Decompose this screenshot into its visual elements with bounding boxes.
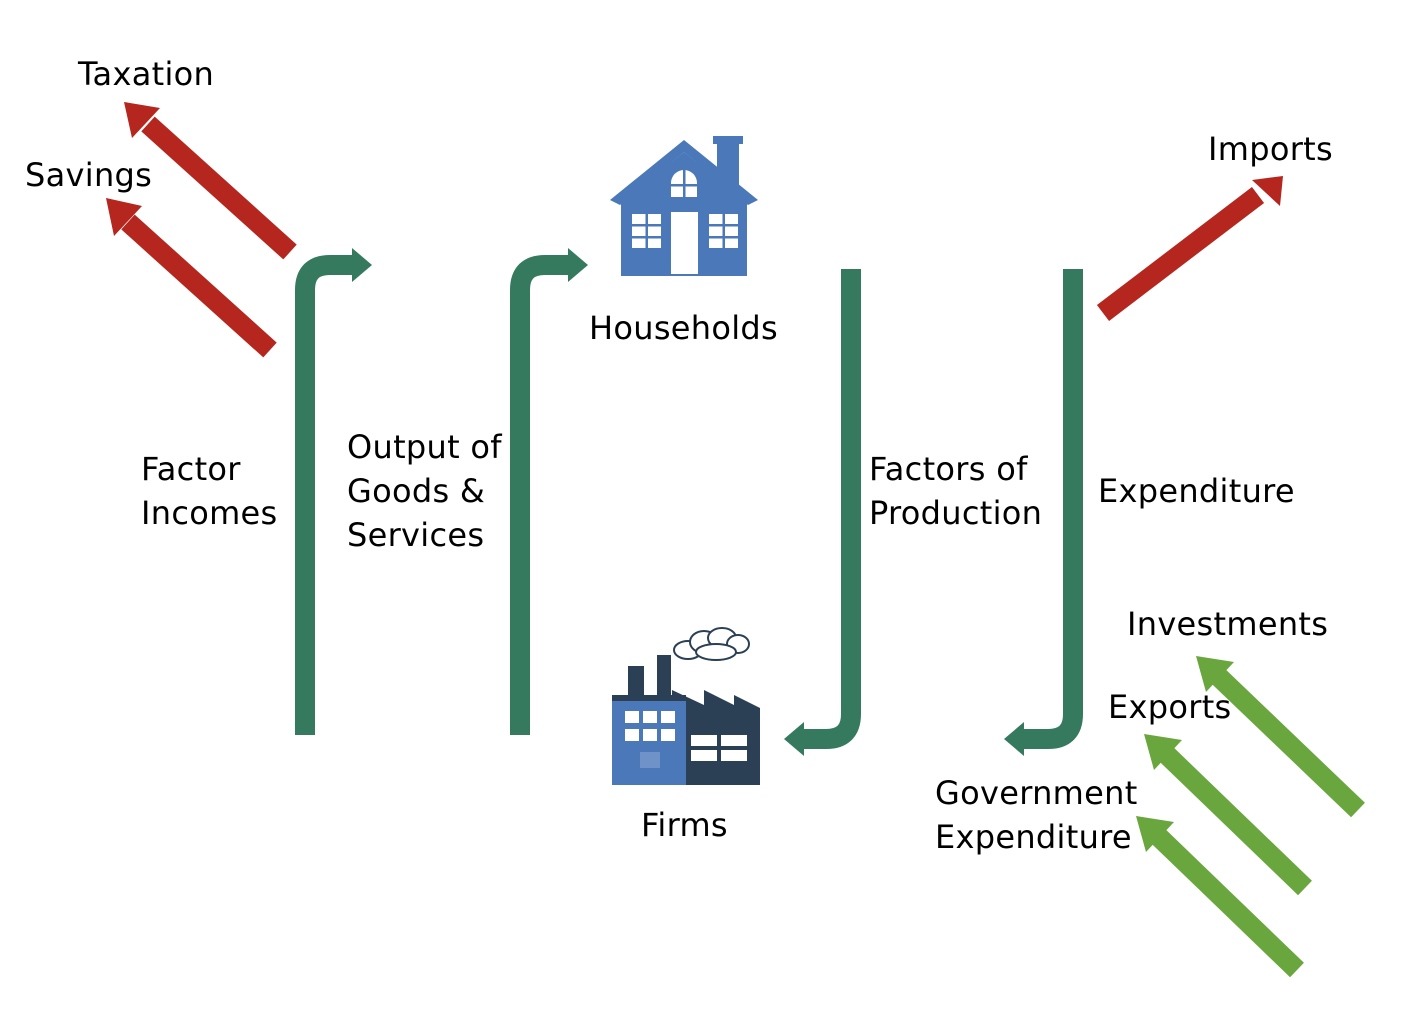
output-line-1: Output of	[347, 428, 502, 466]
savings-leakage-arrow	[106, 198, 277, 358]
government-expenditure-line-2: Expenditure	[935, 818, 1132, 856]
government-expenditure-line-1: Government	[935, 774, 1138, 812]
output-line-3: Services	[347, 516, 485, 554]
factory-icon	[612, 627, 760, 785]
imports-leakage-arrow	[1096, 176, 1283, 321]
exports-label: Exports	[1108, 688, 1232, 726]
factors-of-production-line-2: Production	[869, 494, 1043, 532]
factor-incomes-line-2: Incomes	[141, 494, 278, 532]
investments-injection-arrow	[1196, 656, 1365, 818]
output-of-goods-and-services-label: Output of Goods & Services	[347, 425, 502, 557]
expenditure-flow-arrow	[1004, 269, 1083, 756]
imports-label: Imports	[1208, 130, 1333, 168]
investments-label: Investments	[1127, 605, 1329, 643]
savings-label: Savings	[25, 156, 153, 194]
house-icon	[610, 136, 758, 276]
households-label: Households	[589, 309, 779, 347]
factor-incomes-flow-arrow	[295, 248, 372, 735]
factor-incomes-label: Factor Incomes	[141, 447, 278, 535]
government-expenditure-label: Government Expenditure	[935, 771, 1138, 859]
output-flow-arrow	[510, 248, 588, 735]
factors-of-production-line-1: Factors of	[869, 450, 1028, 488]
taxation-leakage-arrow	[124, 102, 297, 260]
factor-incomes-line-1: Factor	[141, 450, 241, 488]
exports-injection-arrow	[1144, 734, 1312, 896]
government-expenditure-injection-arrow	[1136, 816, 1304, 978]
factors-of-production-label: Factors of Production	[869, 447, 1042, 535]
output-line-2: Goods &	[347, 472, 486, 510]
taxation-label: Taxation	[78, 55, 215, 93]
factors-of-production-flow-arrow	[784, 269, 861, 756]
firms-label: Firms	[641, 806, 728, 844]
expenditure-label: Expenditure	[1098, 472, 1295, 510]
